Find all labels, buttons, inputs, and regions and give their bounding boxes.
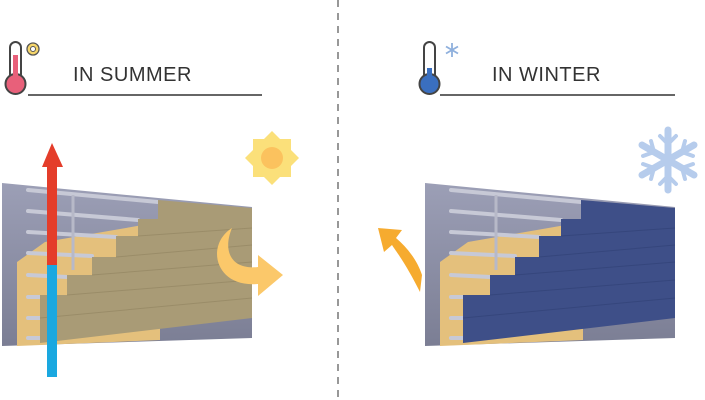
small-snowflake-icon <box>445 43 459 57</box>
reflected-heat-arrow <box>217 228 283 296</box>
heat-arrow-head <box>42 143 63 167</box>
winter-panel <box>423 181 677 348</box>
summer-title: IN SUMMER <box>73 64 192 86</box>
thermometer-hot-icon <box>4 41 27 95</box>
cold-down-line <box>47 265 57 377</box>
snowflake-icon <box>638 126 698 194</box>
winter-title: IN WINTER <box>492 64 601 86</box>
sun-icon <box>245 131 299 185</box>
heat-retained-arrow <box>378 228 422 292</box>
small-sun-icon <box>26 42 40 56</box>
heat-up-arrow <box>47 165 57 265</box>
thermometer-cold-icon <box>418 41 441 95</box>
summer-panel <box>0 131 299 377</box>
